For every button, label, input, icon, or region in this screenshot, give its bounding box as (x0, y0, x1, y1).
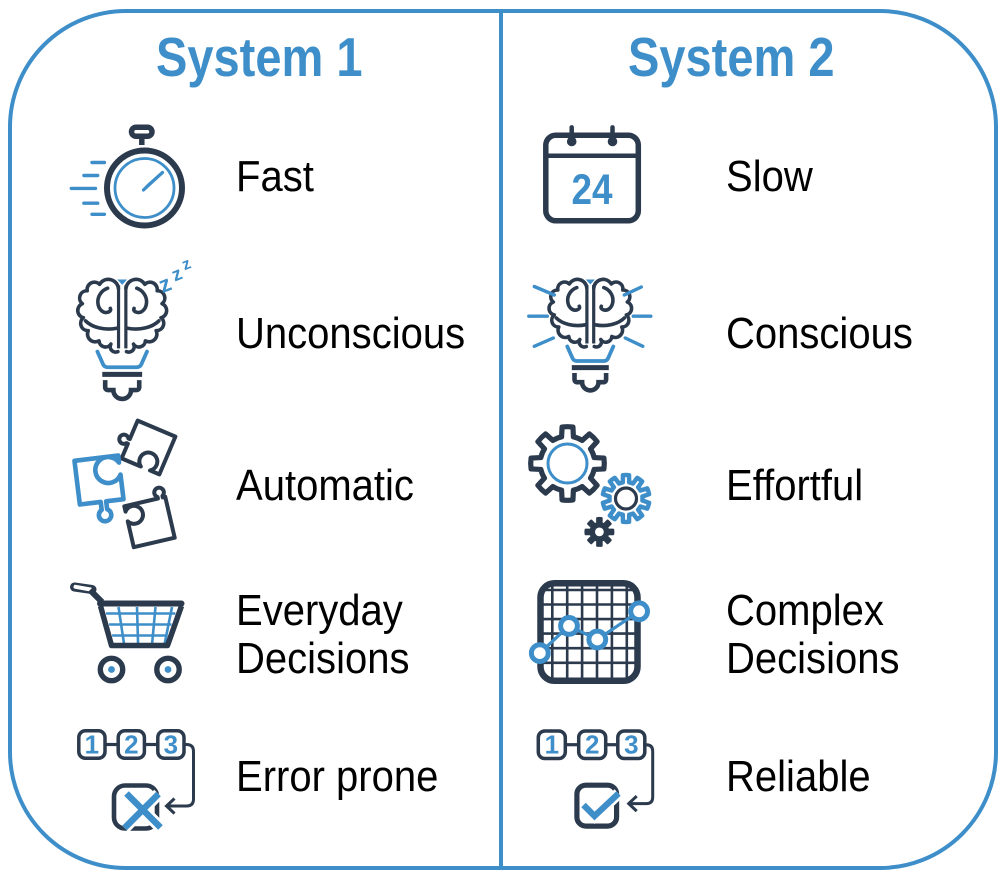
svg-text:1: 1 (545, 730, 559, 760)
svg-text:1: 1 (85, 730, 99, 760)
svg-text:2: 2 (585, 730, 599, 760)
svg-text:3: 3 (624, 730, 638, 760)
svg-text:3: 3 (164, 730, 178, 760)
svg-text:24: 24 (572, 166, 613, 214)
svg-text:2: 2 (124, 730, 138, 760)
svg-text:z: z (179, 254, 193, 274)
